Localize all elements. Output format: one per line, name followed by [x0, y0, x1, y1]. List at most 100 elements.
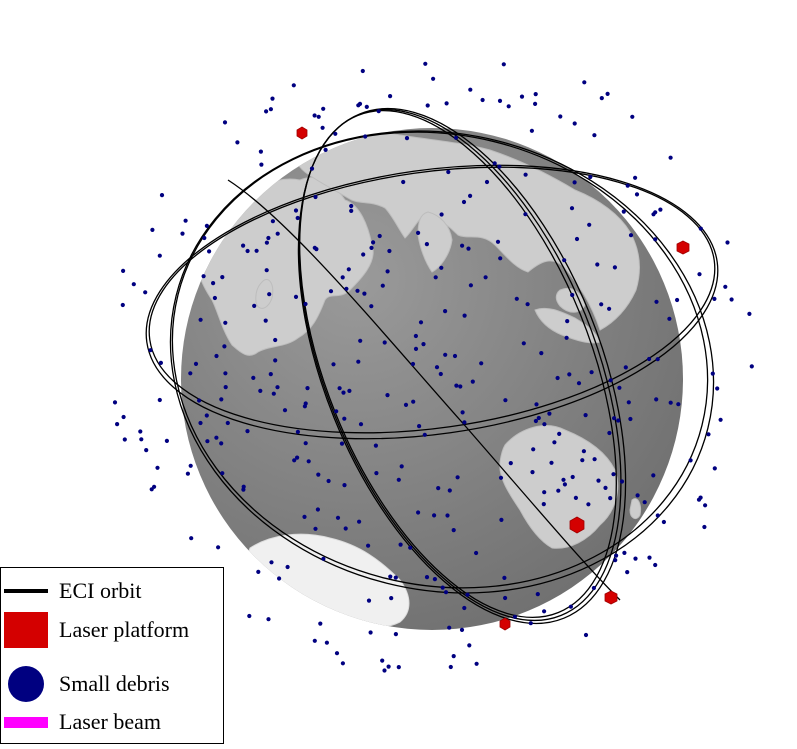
debris-dot — [432, 513, 437, 518]
debris-dot — [157, 253, 162, 258]
debris-dot — [633, 175, 638, 180]
debris-dot — [570, 474, 575, 480]
debris-dot — [380, 658, 385, 663]
debris-dot — [282, 408, 288, 413]
debris-dot — [495, 239, 501, 244]
debris-dot — [570, 292, 575, 298]
debris-dot — [193, 361, 199, 366]
debris-dot — [157, 397, 162, 403]
debris-dot — [675, 297, 680, 303]
legend-item-small-debris: Small debris — [1, 666, 170, 702]
debris-dot — [625, 183, 630, 188]
debris-dot — [112, 400, 118, 405]
debris-dot — [385, 393, 390, 398]
debris-dot — [275, 231, 280, 236]
debris-dot — [410, 361, 416, 367]
debris-dot — [581, 449, 587, 454]
debris-dot — [341, 390, 346, 395]
debris-dot — [651, 473, 656, 478]
debris-dot — [295, 429, 300, 434]
debris-dot — [423, 61, 428, 66]
debris-dot — [295, 215, 300, 221]
debris-dot — [661, 519, 667, 525]
debris-dot — [189, 536, 194, 541]
debris-dot — [256, 569, 261, 575]
debris-dot — [366, 543, 371, 548]
debris-dot — [676, 402, 681, 407]
debris-dot — [521, 341, 526, 346]
orbit-polar-2 — [297, 107, 627, 625]
debris-dot — [144, 448, 149, 453]
debris-dot — [492, 161, 497, 166]
debris-dot — [418, 320, 424, 325]
debris-dot — [451, 654, 456, 659]
debris-dot — [408, 545, 413, 550]
debris-dot — [388, 574, 393, 579]
debris-dot — [621, 209, 626, 214]
debris-dot — [454, 383, 459, 388]
debris-dot — [552, 440, 557, 445]
debris-dot — [183, 218, 188, 223]
debris-dot — [349, 208, 354, 213]
debris-dot — [220, 471, 225, 476]
debris-dot — [315, 507, 320, 512]
debris-dot — [216, 545, 221, 550]
debris-dot — [424, 242, 429, 247]
debris-dot — [519, 94, 525, 99]
beam-bar-icon — [4, 716, 48, 728]
debris-dot — [309, 166, 315, 171]
orbit-inclined-1 — [171, 131, 709, 589]
debris-dot — [369, 304, 374, 309]
eci-orbits — [145, 107, 719, 625]
debris-dot — [334, 651, 340, 656]
debris-dot — [549, 460, 554, 465]
debris-dot — [258, 388, 263, 393]
debris-dot — [534, 402, 539, 407]
debris-dot — [388, 94, 393, 99]
debris-dot — [616, 418, 621, 423]
laser-platform-5 — [499, 617, 511, 631]
debris-dot — [422, 432, 427, 437]
debris-dot — [498, 256, 503, 261]
debris-dot — [474, 550, 479, 556]
debris-dot — [363, 134, 368, 139]
debris-dot — [263, 318, 268, 323]
debris-dot — [614, 553, 619, 558]
debris-dot — [266, 235, 271, 241]
debris-dot — [634, 192, 640, 197]
debris-dot — [439, 265, 444, 270]
debris-dot — [219, 441, 224, 446]
legend-label: Laser platform — [59, 617, 190, 642]
debris-dot — [447, 488, 452, 493]
debris-dot — [438, 371, 443, 377]
debris-dot — [497, 164, 502, 169]
orbit-equatorial-1 — [148, 166, 716, 434]
debris-dot — [589, 370, 594, 375]
debris-dot — [358, 338, 363, 343]
debris-dot — [514, 296, 519, 301]
debris-dot — [143, 290, 148, 295]
debris-dot — [139, 437, 144, 442]
debris-dot — [612, 416, 617, 421]
debris-dot — [214, 353, 219, 359]
debris-dot — [582, 80, 587, 85]
debris-dot — [356, 103, 361, 108]
debris-dot — [568, 604, 574, 609]
debris-dot — [697, 272, 702, 277]
debris-dot — [592, 133, 597, 138]
debris-dot — [313, 526, 318, 531]
debris-dot — [373, 443, 378, 448]
debris-dot — [668, 155, 673, 160]
legend-item-laser-platform: Laser platform — [1, 612, 189, 648]
debris-dot — [356, 359, 361, 364]
debris-dot — [468, 283, 473, 288]
debris-dot — [574, 236, 580, 242]
debris-dot — [626, 400, 631, 405]
debris-dot — [214, 435, 219, 440]
debris-dot — [653, 562, 658, 568]
debris-dot — [612, 265, 618, 270]
asia-landmass — [296, 131, 640, 331]
debris-dot — [443, 352, 448, 357]
debris-dot — [529, 128, 535, 133]
